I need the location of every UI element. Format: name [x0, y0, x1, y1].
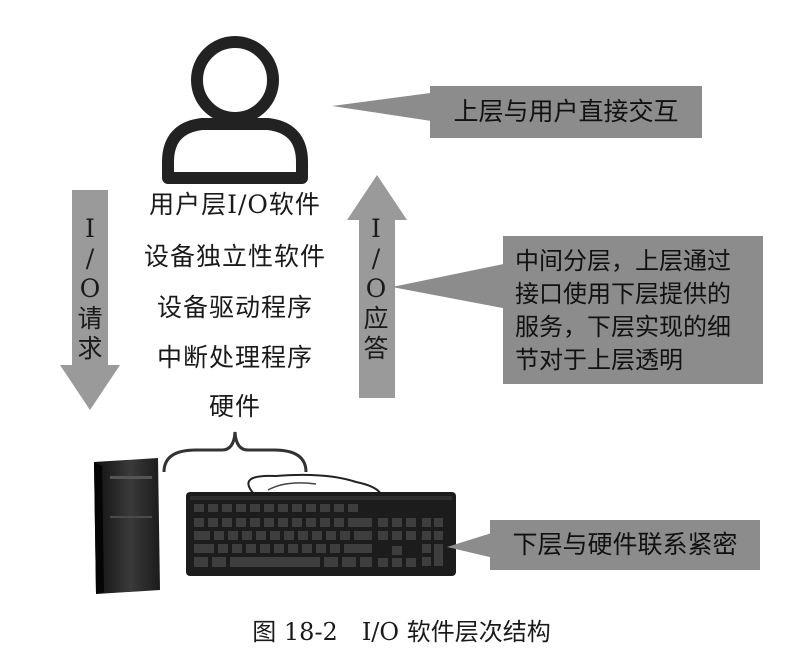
callout-top: 上层与用户直接交互: [430, 86, 702, 138]
io-request-arrow: [60, 190, 120, 410]
layer-hardware: 硬件: [208, 392, 261, 421]
pc-tower-icon: [94, 458, 160, 594]
io-response-label: I / O 应 答: [363, 214, 389, 363]
callout-top-pointer: [332, 92, 438, 122]
layer-device-driver: 设备驱动程序: [156, 293, 313, 322]
callout-middle-pointer: [392, 261, 518, 311]
callout-bottom-pointer: [447, 531, 498, 559]
layer-device-independent: 设备独立性软件: [143, 242, 326, 271]
io-request-label: I / O 请 求: [77, 214, 103, 363]
callout-middle: 中间分层，上层通过 接口使用下层提供的 服务，下层实现的细 节对于上层透明: [503, 236, 763, 384]
layer-interrupt-handler: 中断处理程序: [156, 343, 313, 372]
keyboard-icon: [186, 473, 456, 576]
curly-brace: [162, 431, 308, 473]
figure-caption: 图 18-2 I/O 软件层次结构: [252, 618, 551, 646]
callout-bottom: 下层与硬件联系紧密: [490, 520, 760, 570]
io-response-arrow: [347, 175, 407, 398]
layer-user-io: 用户层I/O软件: [149, 190, 321, 219]
user-icon: [162, 36, 308, 184]
